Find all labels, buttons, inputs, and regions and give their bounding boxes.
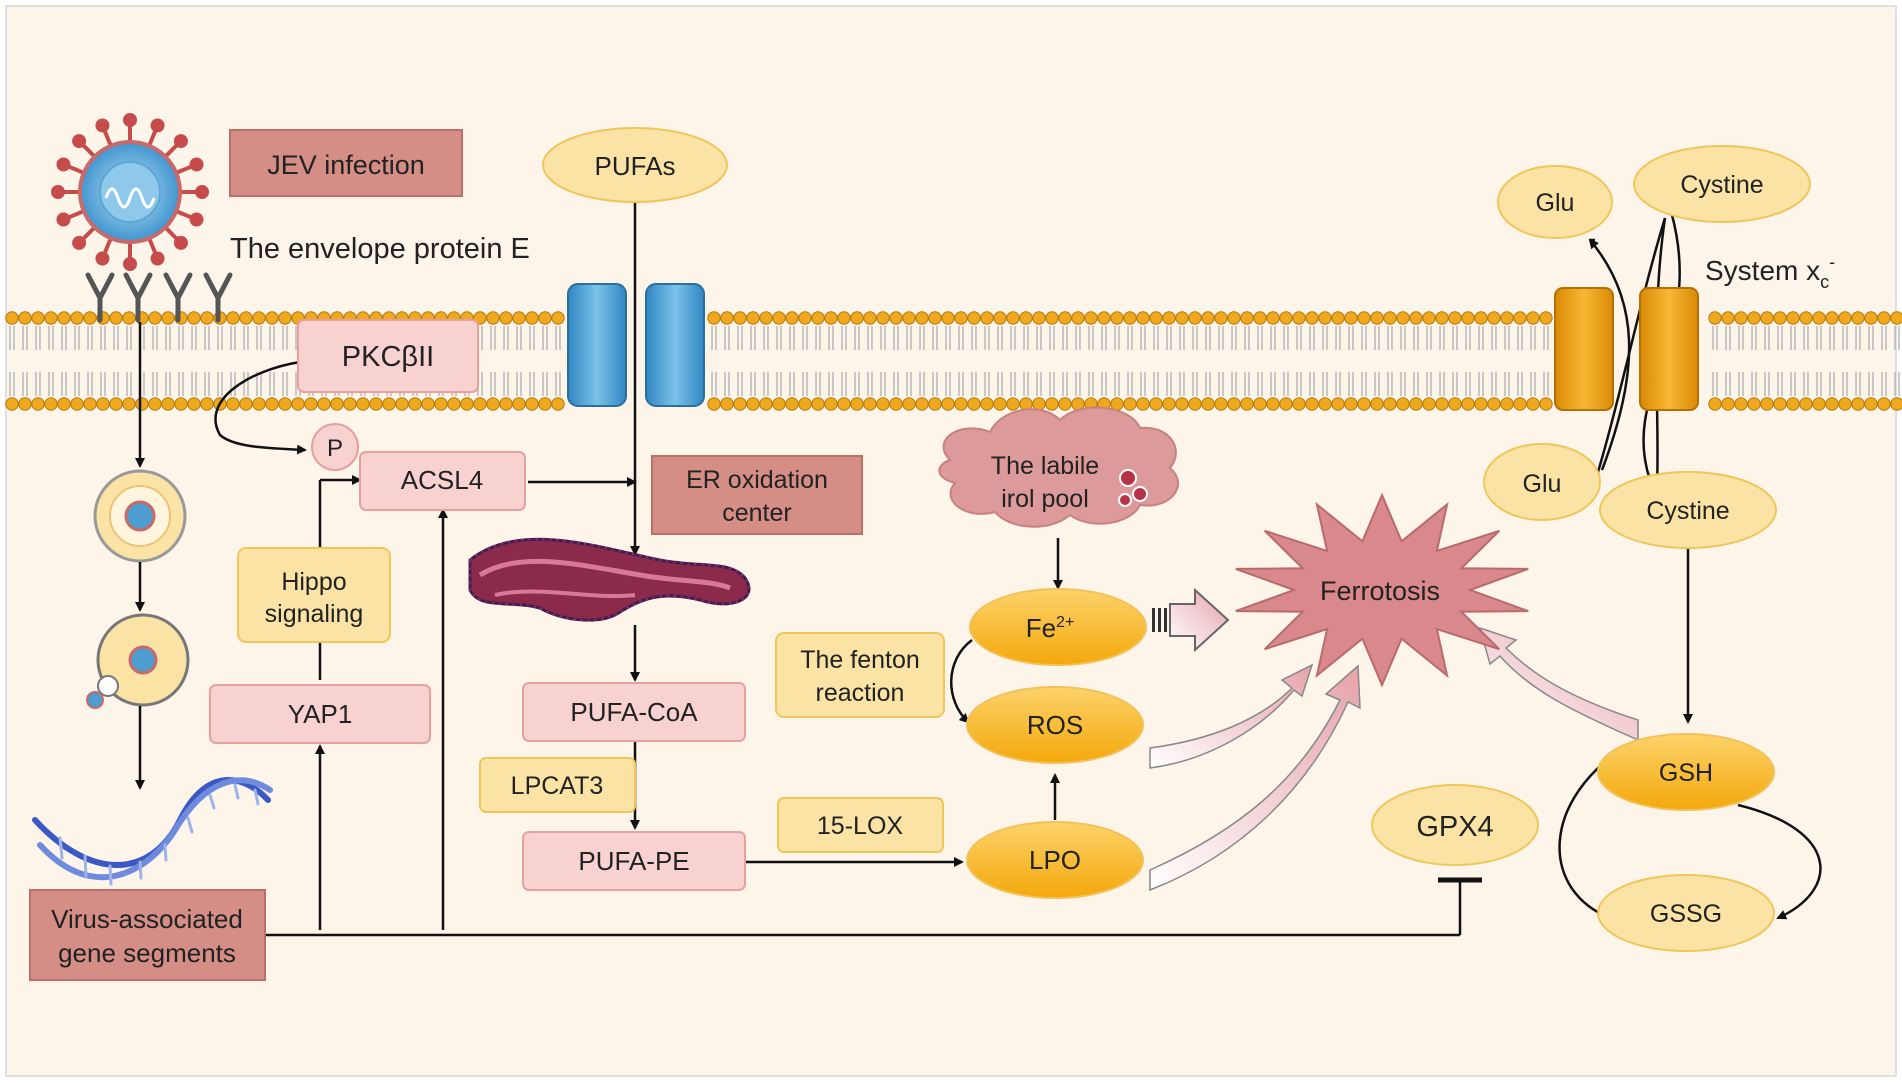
jev-infection-label: JEV infection: [267, 150, 425, 180]
labile-iron-pool-cloud: The labile irol pool: [938, 406, 1180, 528]
endocytic-vesicle-icon: [93, 469, 187, 563]
er-oxidation-box: ER oxidation center: [651, 455, 863, 535]
lpcat3-label: LPCAT3: [511, 772, 604, 800]
pufa-pe-label: PUFA-PE: [578, 846, 689, 876]
jev-infection-box: JEV infection: [229, 129, 463, 197]
gssg-label: GSSG: [1650, 900, 1722, 928]
lpcat3-box: LPCAT3: [479, 757, 636, 813]
fe2-label: Fe2+: [1026, 613, 1075, 643]
envelope-protein-label: The envelope protein E: [230, 233, 530, 265]
cystine-inside-node: Cystine: [1599, 471, 1777, 549]
viral-rna-helix-icon: [32, 777, 273, 886]
cystine-outside-node: Cystine: [1633, 145, 1811, 223]
pufa-channel-icon: [567, 283, 705, 407]
gsh-node: GSH: [1597, 733, 1775, 811]
envelope-receptors: [85, 272, 233, 323]
glu-outside-label: Glu: [1536, 189, 1575, 217]
gpx4-label: GPX4: [1416, 811, 1493, 843]
ros-label: ROS: [1027, 710, 1083, 740]
system-xc-base: System x: [1705, 255, 1820, 286]
fifteen-lox-box: 15-LOX: [777, 797, 944, 853]
acsl4-box: ACSL4: [359, 451, 526, 511]
pufa-coa-label: PUFA-CoA: [570, 697, 698, 727]
ferrotosis-star: Ferrotosis: [1235, 492, 1529, 688]
virus-genes-label-line1: Virus-associated: [51, 904, 243, 934]
hippo-signaling-box: Hippo signaling: [237, 547, 391, 643]
lpo-label: LPO: [1029, 845, 1081, 875]
iron-ion-icon: [1118, 493, 1132, 507]
fe-charge: 2+: [1056, 614, 1074, 631]
glu-outside-node: Glu: [1497, 165, 1613, 239]
pufas-node: PUFAs: [542, 127, 728, 203]
phosphate-node: P: [311, 423, 359, 471]
gssg-node: GSSG: [1597, 874, 1775, 952]
phosphate-label: P: [327, 435, 343, 462]
pufa-coa-box: PUFA-CoA: [522, 682, 746, 742]
labile-iron-label-line2: irol pool: [1001, 485, 1089, 513]
glu-inside-node: Glu: [1483, 443, 1601, 521]
hippo-label-line1: Hippo: [281, 568, 346, 596]
ferrotosis-label: Ferrotosis: [1320, 576, 1440, 606]
ferrotosis-inputs: [1149, 587, 1639, 892]
ros-node: ROS: [966, 686, 1144, 764]
glu-inside-label: Glu: [1523, 470, 1562, 498]
gsh-label: GSH: [1659, 759, 1713, 787]
fifteen-lox-label: 15-LOX: [817, 812, 903, 840]
iron-ion-icon: [1132, 486, 1148, 502]
pkc-box: PKCβII: [297, 319, 479, 393]
yap1-box: YAP1: [209, 684, 431, 744]
er-oxidation-label-line1: ER oxidation: [686, 466, 828, 494]
fe-symbol: Fe: [1026, 613, 1056, 643]
jev-virus-icon: [51, 113, 209, 271]
system-xc-subscript: c: [1820, 272, 1829, 292]
lpo-node: LPO: [966, 821, 1144, 899]
endoplasmic-reticulum-icon: [468, 537, 751, 622]
system-xc-superscript: -: [1829, 252, 1835, 272]
cystine-outside-label: Cystine: [1680, 171, 1763, 199]
gpx4-node: GPX4: [1371, 784, 1539, 866]
system-xc-transporter-icon: [1554, 287, 1699, 411]
fenton-label-line1: The fenton: [800, 646, 920, 674]
acsl4-label: ACSL4: [401, 465, 483, 495]
pufa-pe-box: PUFA-PE: [522, 831, 746, 891]
cystine-inside-label: Cystine: [1646, 497, 1729, 525]
hippo-label-line2: signaling: [265, 600, 364, 628]
iron-ion-icon: [1119, 469, 1137, 487]
virus-gene-segments-box: Virus-associated gene segments: [29, 889, 266, 981]
labile-iron-label-line1: The labile: [991, 452, 1099, 480]
virus-genes-label-line2: gene segments: [58, 938, 236, 968]
er-oxidation-label-line2: center: [722, 499, 791, 527]
fenton-label-line2: reaction: [816, 679, 905, 707]
pufas-label: PUFAs: [595, 151, 676, 181]
uncoating-vesicle-icon: [86, 613, 190, 709]
yap1-label: YAP1: [288, 699, 353, 729]
fenton-reaction-box: The fenton reaction: [775, 632, 945, 718]
system-xc-label: System xc-: [1705, 252, 1835, 292]
pkc-label: PKCβII: [342, 341, 434, 373]
fe2-node: Fe2+: [969, 588, 1147, 666]
